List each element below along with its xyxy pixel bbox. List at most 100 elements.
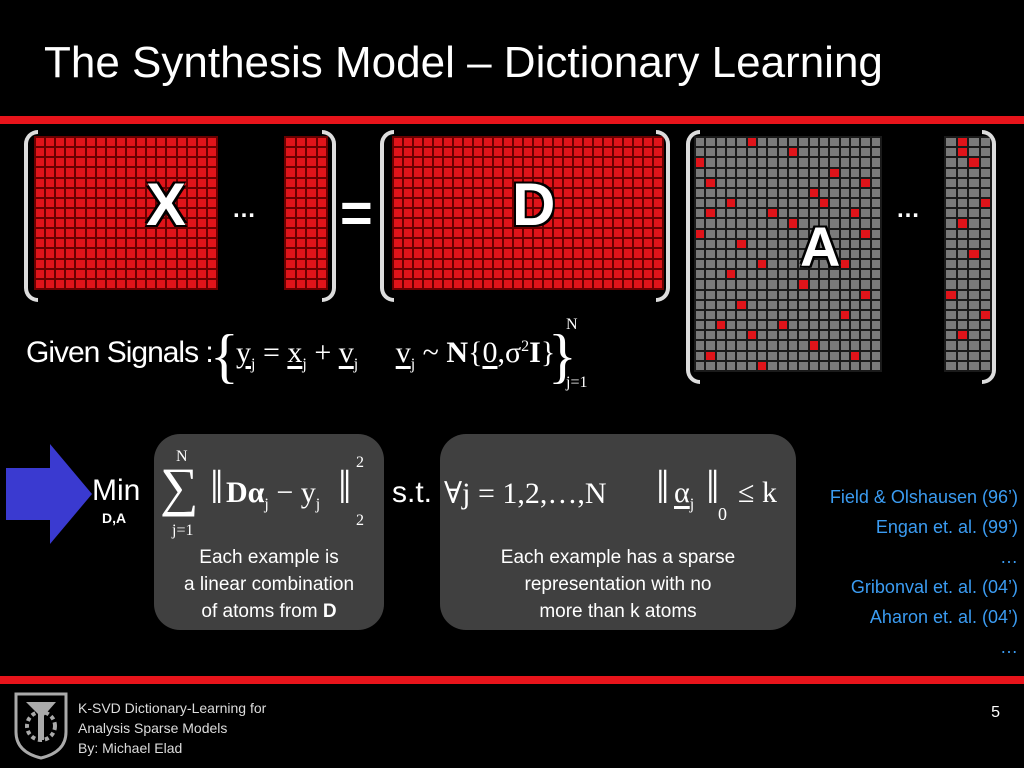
matrix-cell (840, 351, 849, 360)
matrix-cell (86, 249, 95, 258)
matrix-cell (484, 198, 492, 207)
matrix-cell (96, 279, 105, 288)
matrix-cell (696, 148, 705, 157)
matrix-cell (514, 158, 522, 167)
matrix-cell (296, 168, 305, 177)
matrix-cell (494, 168, 502, 177)
matrix-cell (106, 239, 115, 248)
right-caption-line1: Each example has a sparse (500, 547, 736, 568)
matrix-cell (830, 260, 839, 269)
matrix-cell (957, 158, 967, 167)
matrix-cell (66, 259, 75, 268)
matrix-cell (980, 219, 990, 228)
matrix-cell (116, 229, 125, 238)
matrix-cell (594, 279, 602, 288)
matrix-cell (444, 239, 452, 248)
matrix-cell (737, 290, 746, 299)
matrix-cell (604, 208, 612, 218)
matrix-cell (474, 259, 482, 268)
matrix-cell (584, 229, 592, 238)
matrix-cell (177, 208, 186, 218)
matrix-cell (819, 331, 829, 340)
matrix-cell (514, 229, 522, 238)
matrix-cell (969, 249, 979, 259)
sigma-power: 2 (521, 338, 530, 355)
matrix-cell (946, 290, 956, 299)
matrix-cell (726, 188, 736, 198)
matrix-cell (46, 198, 55, 207)
matrix-cell (424, 219, 432, 228)
matrix-cell (747, 138, 756, 147)
matrix-cell (778, 138, 787, 147)
matrix-cell (296, 188, 305, 197)
matrix-cell (504, 249, 512, 258)
matrix-cell (454, 229, 462, 238)
matrix-cell (778, 229, 787, 238)
matrix-cell (317, 178, 326, 187)
matrix-cell (840, 310, 849, 320)
matrix-cell (307, 279, 316, 288)
matrix-cell (799, 239, 808, 248)
matrix-cell (464, 219, 472, 228)
matrix-cell (177, 219, 186, 228)
matrix-cell (946, 219, 956, 228)
matrix-cell (830, 229, 839, 238)
matrix-cell (830, 361, 839, 370)
matrix-cell (116, 148, 125, 157)
matrix-cell (799, 310, 808, 320)
matrix-cell (454, 198, 462, 207)
matrix-cell (484, 259, 492, 268)
d-left-bracket (380, 130, 394, 302)
matrix-cell (414, 279, 422, 288)
matrix-cell (969, 219, 979, 228)
matrix-cell (747, 199, 756, 208)
matrix-cell (46, 219, 55, 228)
matrix-cell (167, 239, 176, 248)
matrix-cell (584, 249, 592, 258)
matrix-cell (494, 148, 502, 157)
matrix-cell (197, 249, 206, 258)
matrix-cell (296, 269, 305, 278)
matrix-cell (957, 138, 967, 147)
matrix-cell (394, 229, 402, 238)
matrix-cell (46, 269, 55, 278)
matrix-cell (861, 351, 870, 360)
matrix-cell (809, 310, 818, 320)
matrix-cell (819, 310, 829, 320)
matrix-cell (187, 148, 196, 157)
matrix-cell (137, 158, 146, 167)
matrix-cell (584, 188, 592, 197)
a-matrix-grid (694, 136, 882, 372)
matrix-cell (871, 219, 880, 228)
matrix-cell (544, 188, 552, 197)
matrix-cell (634, 168, 642, 177)
matrix-cell (957, 351, 967, 360)
matrix-cell (86, 259, 95, 268)
matrix-cell (871, 290, 880, 299)
matrix-cell (799, 290, 808, 299)
matrix-cell (604, 158, 612, 167)
matrix-cell (524, 208, 532, 218)
matrix-cell (404, 158, 412, 167)
matrix-cell (76, 148, 85, 157)
matrix-cell (414, 208, 422, 218)
matrix-cell (840, 331, 849, 340)
matrix-cell (524, 219, 532, 228)
matrix-cell (484, 219, 492, 228)
matrix-cell (96, 138, 105, 147)
matrix-cell (76, 249, 85, 258)
matrix-cell (207, 188, 216, 197)
matrix-cell (434, 178, 442, 187)
matrix-cell (454, 188, 462, 197)
matrix-cell (788, 168, 798, 177)
matrix-cell (56, 208, 65, 218)
matrix-cell (969, 321, 979, 330)
matrix-cell (850, 280, 860, 289)
matrix-cell (850, 290, 860, 299)
sum-upper-index: N (176, 448, 188, 465)
matrix-cell (634, 138, 642, 147)
matrix-cell (66, 249, 75, 258)
matrix-cell (634, 148, 642, 157)
matrix-cell (464, 269, 472, 278)
matrix-cell (414, 188, 422, 197)
